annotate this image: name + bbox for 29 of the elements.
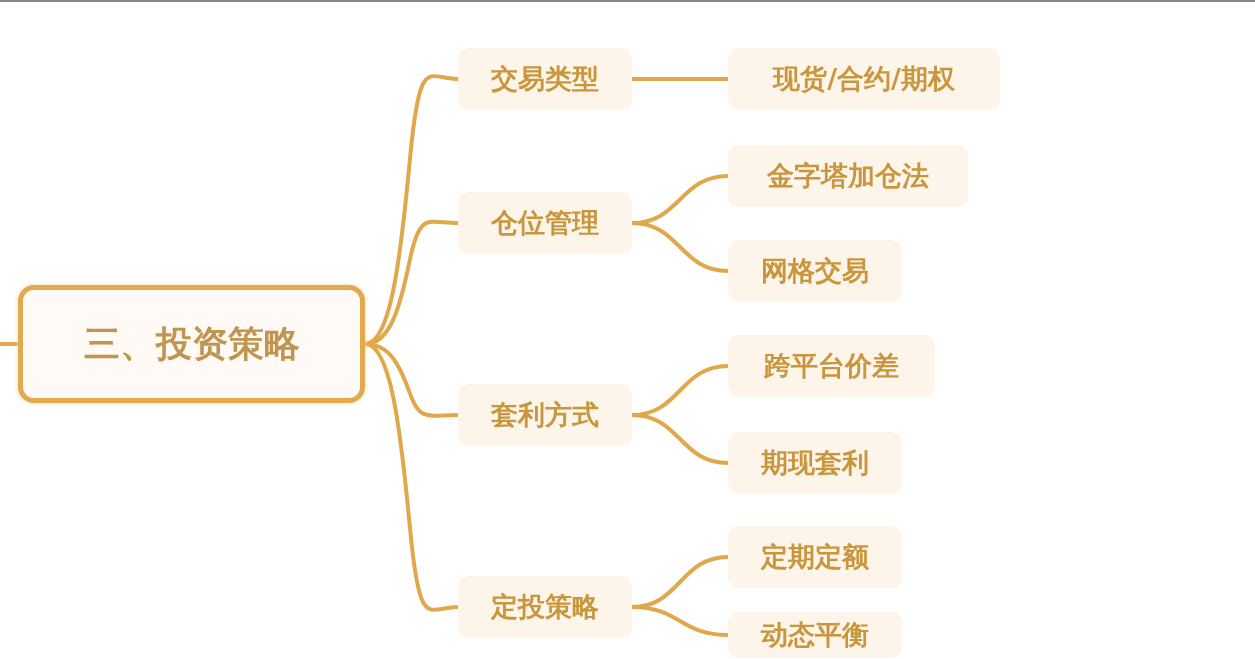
topic-box [458, 384, 632, 446]
topic-text: 三、投资策略 [83, 321, 300, 366]
topic-box [728, 48, 1000, 110]
branch-line [631, 605, 729, 637]
topic-box [728, 240, 902, 302]
topic-box [728, 432, 902, 494]
branch-line [631, 221, 729, 273]
topic-box [728, 145, 968, 207]
topic-box [728, 335, 935, 397]
topic-box [458, 576, 632, 638]
root-topic-box [18, 285, 365, 403]
topic-text: 定投策略 [491, 590, 599, 624]
topic-text: 定期定额 [761, 540, 869, 574]
topic-box [728, 526, 902, 588]
topic-text: 金字塔加仓法 [767, 159, 929, 193]
topic-text: 网格交易 [761, 254, 869, 288]
topic-text: 跨平台价差 [764, 349, 899, 383]
branch-line [631, 413, 729, 465]
topic-text: 套利方式 [491, 398, 599, 432]
topic-box [458, 48, 632, 110]
topic-text: 仓位管理 [491, 206, 599, 240]
topic-text: 动态平衡 [761, 618, 869, 652]
branch-line [632, 77, 728, 81]
topic-text: 交易类型 [491, 62, 599, 96]
topic-box [458, 192, 632, 254]
topic-box [728, 612, 902, 658]
topic-text: 现货/合约/期权 [773, 62, 955, 96]
topic-text: 期现套利 [761, 446, 869, 480]
branch-line [0, 342, 18, 346]
